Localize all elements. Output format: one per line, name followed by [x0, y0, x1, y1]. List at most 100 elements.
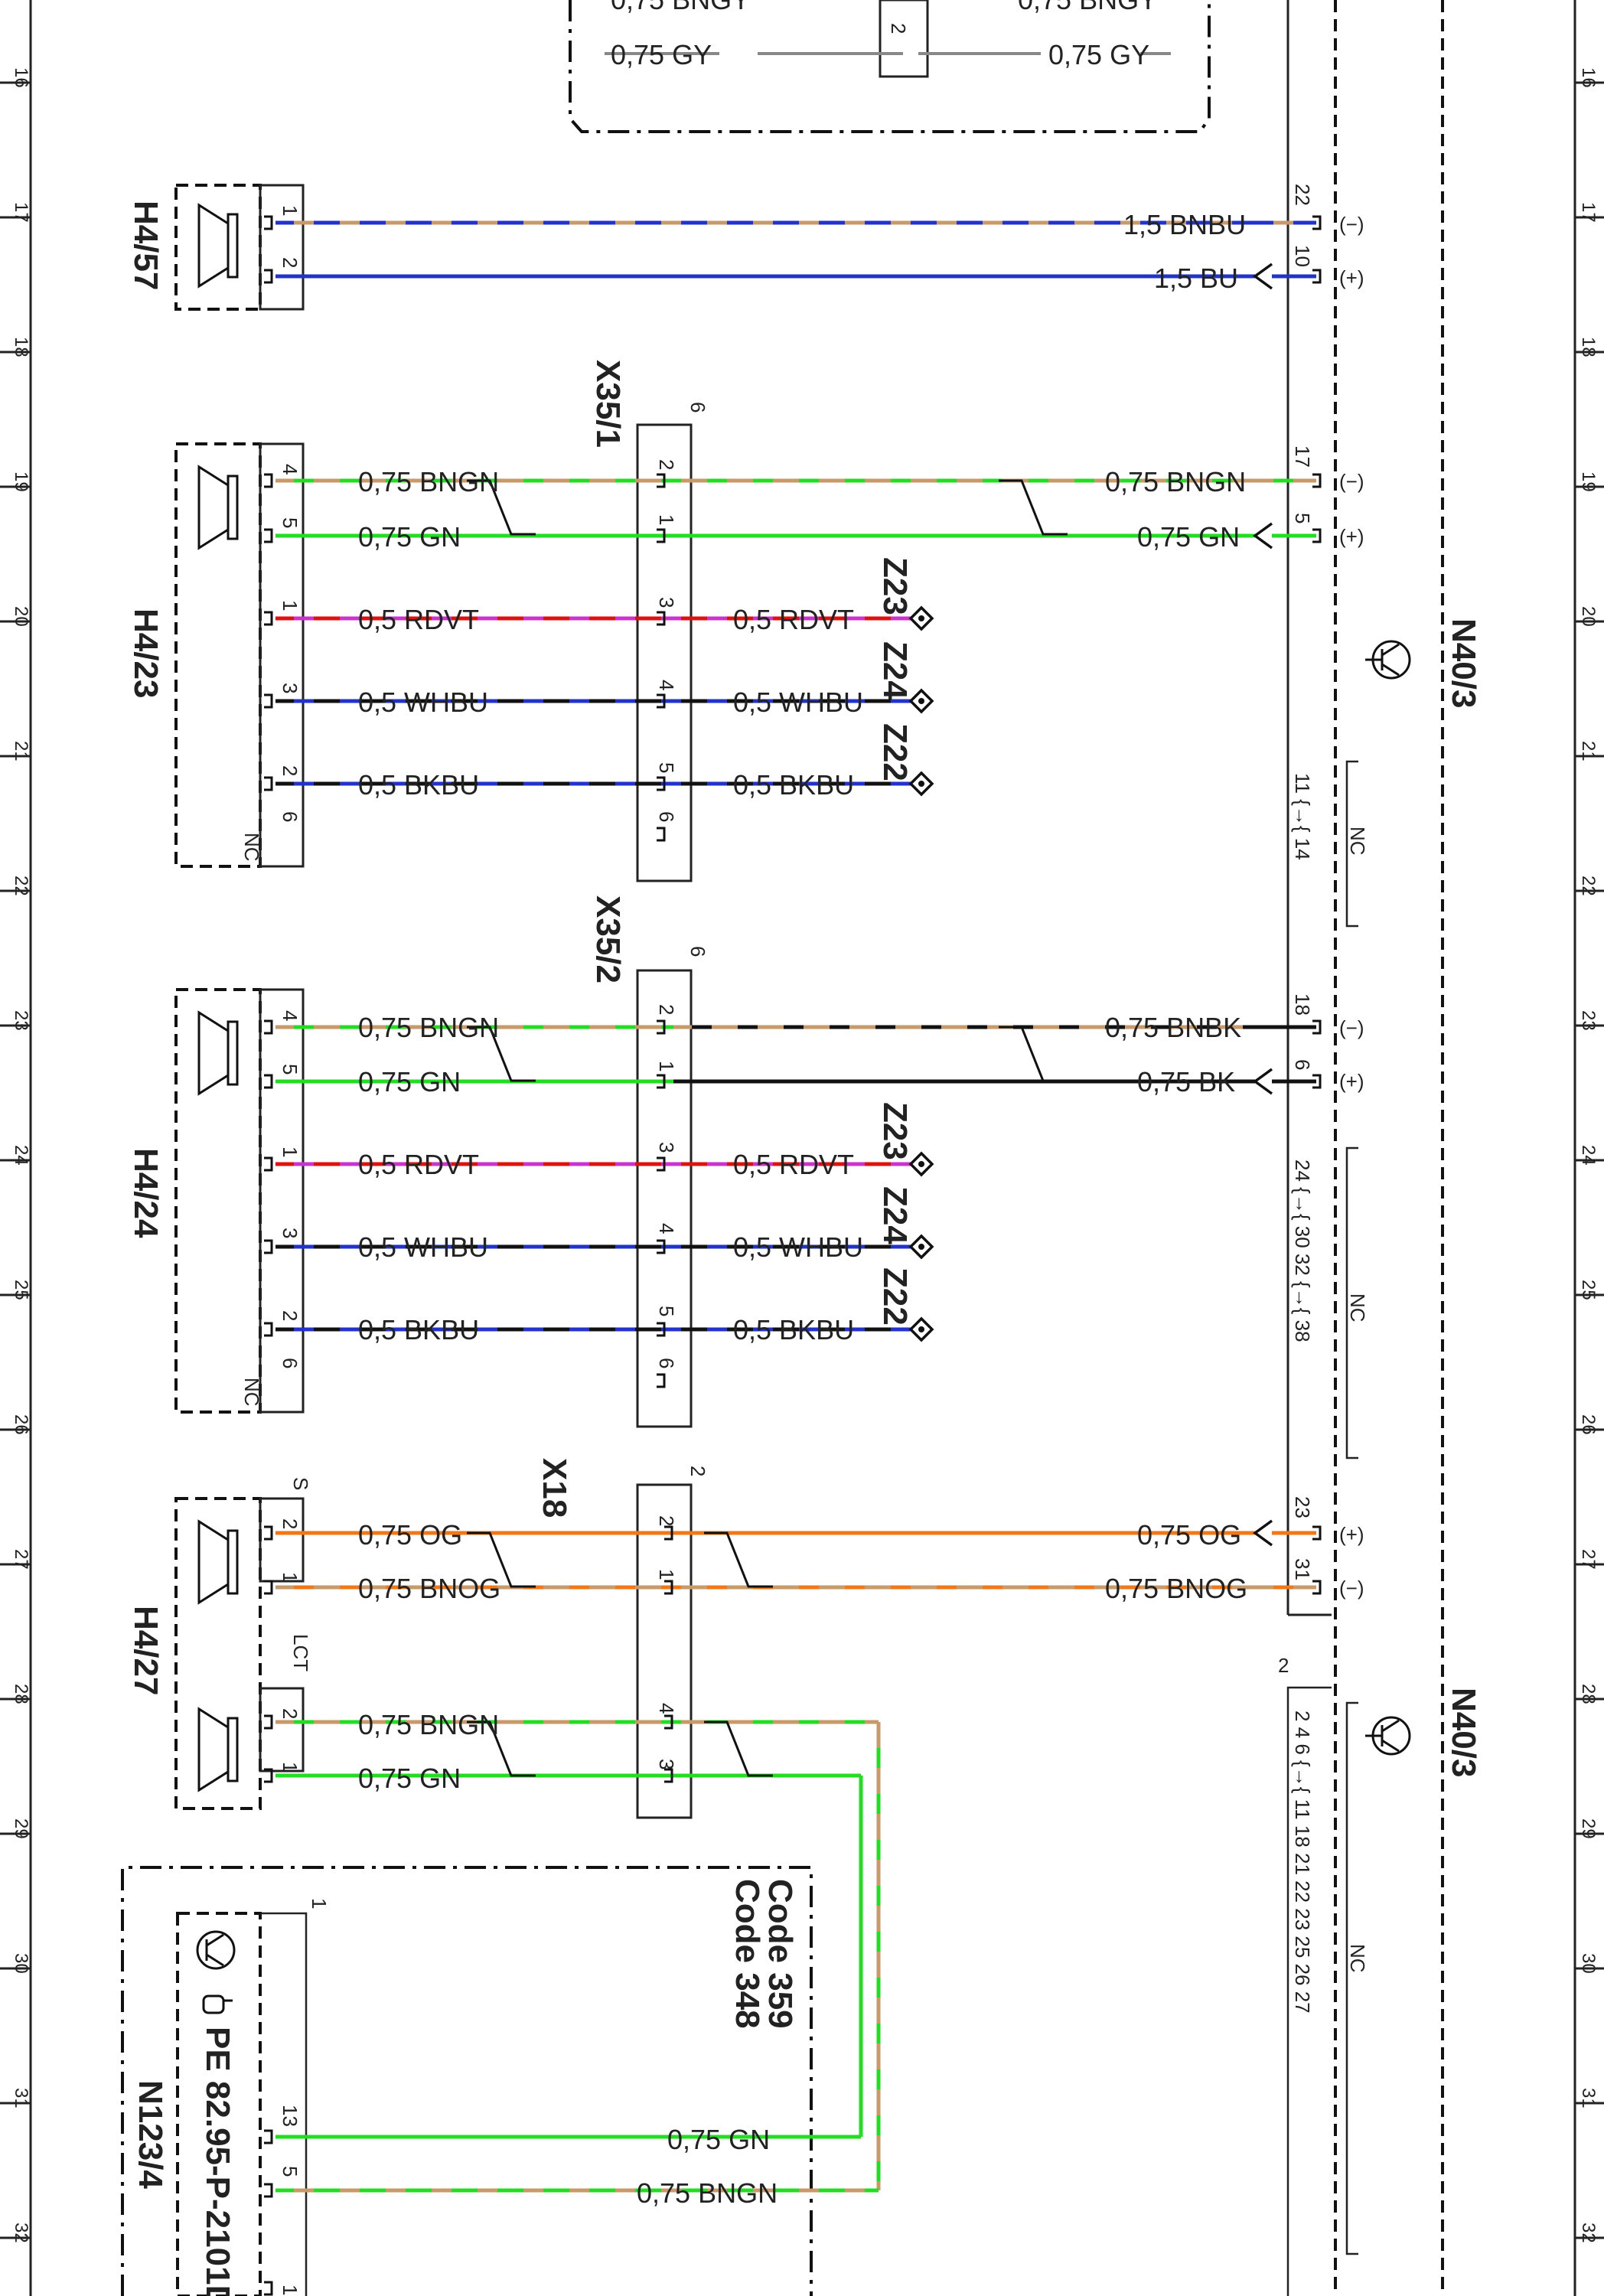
svg-text:2: 2 — [279, 1310, 302, 1321]
speaker-icon — [197, 203, 239, 289]
label-h4-23: H4/23 — [127, 608, 165, 698]
row-number: 17 — [11, 202, 31, 223]
pin-terminal — [264, 1525, 273, 1541]
pin-terminal — [657, 1156, 666, 1172]
pin-terminal — [264, 776, 273, 791]
svg-text:0,75 BNGY: 0,75 BNGY — [1018, 0, 1157, 15]
label-z24: Z24 — [876, 641, 914, 700]
svg-text:17: 17 — [1291, 445, 1314, 468]
nc-bracket-2-27: NC 2 4 6 {→{ 11 18 21 22 23 25 26 27 — [1291, 1701, 1369, 2255]
svg-text:2: 2 — [655, 1515, 678, 1526]
svg-text:5: 5 — [1291, 513, 1314, 523]
pin-terminal — [664, 1714, 673, 1730]
svg-text:4: 4 — [655, 680, 678, 690]
svg-text:2 4 6 {→{ 11 18 21 22 23: 2 4 6 {→{ 11 18 21 22 23 25 26 27 — [1291, 1711, 1314, 2014]
row-number: 24 — [1578, 1145, 1599, 1166]
wire-label: 0,75 BNOG — [1105, 1573, 1247, 1604]
pin-terminal — [264, 1714, 273, 1730]
row-number: 26 — [1578, 1414, 1599, 1435]
svg-text:(−): (−) — [1339, 1016, 1364, 1039]
wire-label: 0,5 BKBU — [733, 769, 854, 801]
svg-text:22: 22 — [1291, 184, 1314, 206]
row-number: 27 — [11, 1549, 31, 1570]
pin-terminal — [264, 1322, 273, 1337]
svg-text:6: 6 — [279, 1358, 302, 1368]
pin-terminal — [657, 1322, 666, 1337]
twisted-pair-marker — [467, 1026, 536, 1082]
svg-text:NC: NC — [1346, 827, 1369, 856]
transistor-icon — [196, 1930, 236, 1970]
row-number: 22 — [1578, 876, 1599, 896]
row-number: 31 — [11, 2088, 31, 2108]
svg-text:NC: NC — [1346, 1293, 1369, 1322]
pin-terminal — [264, 269, 273, 284]
svg-text:24 {→{ 30 32 {→{ 38: 24 {→{ 30 32 {→{ 38 — [1291, 1159, 1314, 1342]
left-row-strip — [0, 0, 32, 2296]
wire-label: 1,5 BU — [1154, 263, 1238, 294]
svg-text:S: S — [289, 1477, 312, 1490]
wire-label: 0,5 WHBU — [358, 687, 488, 718]
svg-text:1: 1 — [655, 1569, 678, 1580]
wire-label: 0,75 OG — [1137, 1519, 1241, 1551]
component-h4-57: H4/57 1 2 — [127, 184, 305, 311]
wire-label: 0,5 WHBU — [733, 687, 863, 718]
wire-label: 0,75 GN — [358, 1066, 461, 1097]
nc-bracket-24-38: NC 24 {→{ 30 32 {→{ 38 — [1291, 1146, 1369, 1459]
wire-label: 0,5 BKBU — [733, 1314, 854, 1345]
pin-terminal — [264, 2183, 273, 2198]
row-number: 30 — [11, 1953, 31, 1974]
label-x35-1: X35/1 — [589, 360, 627, 448]
wire-label: 0,75 BNGN — [358, 466, 499, 497]
svg-text:NC: NC — [1346, 1944, 1369, 1973]
ground-points: Z23 Z24 Z22 Z23 Z24 Z22 — [876, 557, 914, 1326]
svg-text:(−): (−) — [1339, 470, 1364, 493]
top-connector-box: 2 0,75 BNGY 0,75 BNGY 0,75 GY 0,75 GY — [569, 0, 1211, 133]
component-n123-4: Code 359 Code 348 PE 82.95-P-2101D N123/… — [121, 1866, 813, 2296]
svg-text:NC: NC — [240, 833, 263, 862]
svg-text:5: 5 — [279, 1064, 302, 1075]
row-number: 30 — [1578, 1953, 1599, 1974]
svg-text:3: 3 — [655, 597, 678, 608]
pin-terminal — [657, 1074, 666, 1089]
row-number: 21 — [11, 741, 31, 762]
svg-text:11 {→{ 14: 11 {→{ 14 — [1291, 773, 1314, 860]
wire-label: 0,75 OG — [358, 1519, 462, 1551]
svg-text:10: 10 — [1291, 245, 1314, 267]
svg-text:1: 1 — [279, 2285, 302, 2295]
svg-text:31: 31 — [1291, 1558, 1314, 1580]
row-number: 28 — [1578, 1684, 1599, 1704]
wire-label: 0,75 GN — [358, 521, 461, 553]
arrow-icon — [1253, 1068, 1273, 1095]
svg-text:6: 6 — [686, 402, 709, 413]
wire-label: 1,5 BNBU — [1123, 209, 1246, 240]
svg-text:2: 2 — [279, 257, 302, 268]
wire-label: 0,5 RDVT — [733, 604, 854, 635]
ground-icon — [918, 615, 924, 621]
label-z23: Z23 — [876, 557, 914, 615]
wire-label: 0,5 RDVT — [358, 604, 479, 635]
svg-text:3: 3 — [655, 1759, 678, 1769]
row-number: 18 — [11, 337, 31, 357]
pin-terminal — [657, 528, 666, 543]
arrow-icon — [1253, 522, 1273, 550]
row-number: 23 — [11, 1010, 31, 1031]
label-code-359: Code 359 — [761, 1879, 799, 2029]
wire-label: 0,5 WHBU — [358, 1231, 488, 1263]
pin-n40b-count: 2 — [1278, 1654, 1289, 1677]
wire-label: 0,75 BNOG — [358, 1573, 500, 1604]
transistor-icon — [1365, 1716, 1411, 1756]
wire-label: 0,75 BNGN — [1105, 466, 1246, 497]
twisted-pair-marker — [999, 1026, 1068, 1082]
wire-label: 0,75 BNGN — [358, 1012, 499, 1043]
pin-terminal — [657, 1373, 666, 1388]
twisted-pair-marker — [467, 479, 536, 536]
row-number: 19 — [1578, 471, 1599, 492]
row-number: 20 — [1578, 606, 1599, 627]
connector-x18: X18 2 2 1 4 3 — [536, 1458, 709, 1819]
label-h4-27: H4/27 — [127, 1606, 165, 1695]
svg-text:2: 2 — [686, 1466, 709, 1476]
speaker-icon — [197, 1707, 239, 1792]
label-z22: Z22 — [876, 1267, 914, 1326]
speaker-icon — [197, 1519, 239, 1605]
